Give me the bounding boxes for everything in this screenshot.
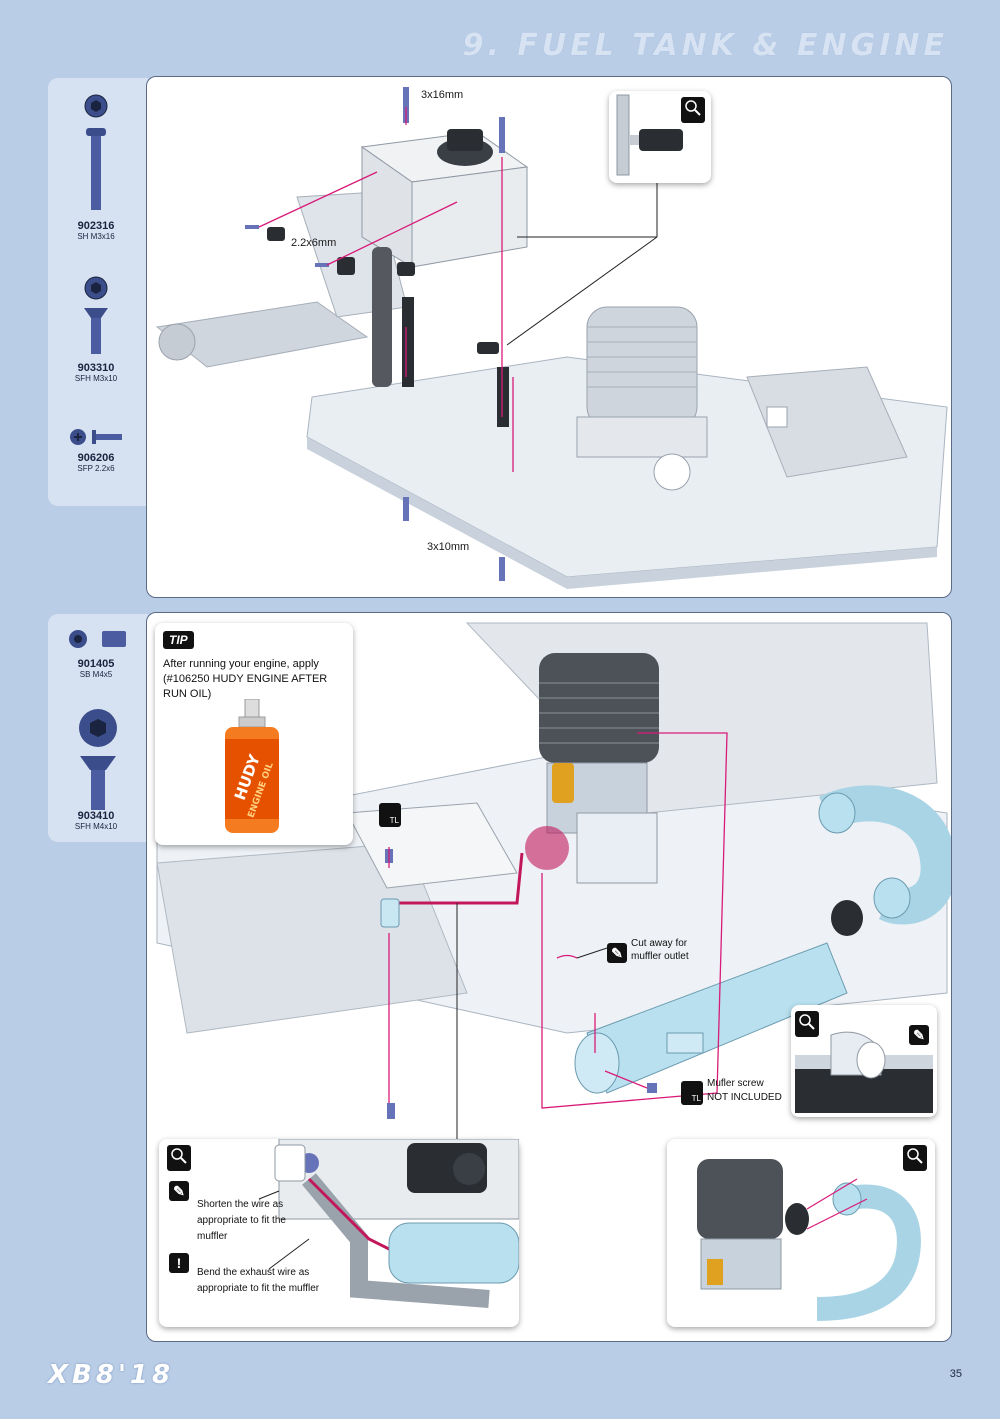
bend-line-1: Bend the exhaust wire as [197,1267,310,1278]
outlet-detail-illustration [795,1031,933,1113]
phillips-screw-icon [70,429,122,445]
grommet-detail-illustration [616,94,683,176]
muffler-screw-line-1: Mufler screw [707,1078,764,1089]
warning-icon: ! [169,1253,189,1273]
muffler-screw-note: Mufler screw NOT INCLUDED [707,1077,782,1105]
part-desc: SH M3x16 [77,232,115,241]
label-screw-2-2x6: 2.2x6mm [291,237,337,249]
part-903310: 903310 SFH M3x10 [48,362,144,383]
flat-head-screw-m4-icon [79,709,117,810]
part-code: 906206 [77,452,115,464]
oil-bottle-image: HUDY ENGINE OIL [225,699,279,833]
threadlock-icon: TL [379,803,401,827]
detail-icon [681,97,705,123]
part-desc: SFH M3x10 [74,374,118,383]
tl-label: TL [691,1094,701,1103]
page-number: 35 [949,1368,962,1380]
cut-away-line-1: Cut away for [631,938,688,949]
part-code: 901405 [77,658,115,670]
threadlock-icon-muffler: TL [681,1081,703,1105]
wire-detail-illustration [258,1139,519,1308]
tl-label: TL [389,816,399,825]
part-903410: 903410 SFH M4x10 [48,810,144,831]
shorten-line-1: Shorten the wire as [197,1199,284,1210]
part-902316: 902316 SH M3x16 [48,220,144,241]
cap-screw-icon [84,94,108,210]
tip-line-1: After running your engine, apply [163,658,319,670]
part-901405: 901405 SB M4x5 [48,658,144,679]
tip-line-2: (#106250 HUDY ENGINE AFTER RUN OIL) [163,673,328,700]
knife-icon: ✎ [909,1025,929,1045]
shorten-line-3: muffler [197,1231,228,1242]
part-906206: 906206 SFP 2.2x6 [48,452,144,473]
shorten-wire-note: Shorten the wire as appropriate to fit t… [197,1197,286,1245]
bend-wire-note: Bend the exhaust wire as appropriate to … [197,1265,319,1297]
label-screw-3x16: 3x16mm [421,89,464,101]
detail-icon [167,1145,191,1171]
knife-icon: ✎ [607,943,627,963]
tip-text: After running your engine, apply (#10625… [163,657,353,702]
tip-badge: TIP [163,631,194,649]
parts-sidebar-bottom: 901405 SB M4x5 903410 SFH M4x10 [48,614,148,842]
detail-icon [795,1011,819,1037]
cut-away-line-2: muffler outlet [631,951,689,962]
part-code: 903410 [77,810,115,822]
knife-icon: ✎ [169,1181,189,1201]
set-screw-icon [69,630,126,648]
part-code: 903310 [77,362,115,374]
part-desc: SFH M4x10 [74,822,118,831]
bend-line-2: appropriate to fit the muffler [197,1283,320,1294]
cut-away-note: Cut away for muffler outlet [631,937,689,963]
detail-box-engine-header [667,1139,935,1327]
page-title: 9. FUEL TANK & ENGINE [462,28,948,63]
part-desc: SB M4x5 [79,670,113,679]
part-desc: SFP 2.2x6 [77,464,115,473]
detail-box-wire: ✎ Shorten the wire as appropriate to fit… [159,1139,519,1327]
step-panel-engine-muffler: TIP After running your engine, apply (#1… [146,612,952,1342]
label-screw-3x10: 3x10mm [427,541,470,553]
engine-header-detail-illustration [697,1159,921,1321]
engine-muffler-assembly-illustration [156,622,951,1141]
detail-icon [903,1145,927,1171]
parts-sidebar-top: 902316 SH M3x16 903310 SFH M3x10 906206 … [48,78,148,506]
shorten-line-2: appropriate to fit the [197,1215,286,1226]
detail-box-outlet: ✎ [791,1005,937,1117]
tip-box: TIP After running your engine, apply (#1… [155,623,353,845]
step-panel-fuel-tank: 3x16mm 2.2x6mm 3x10mm [146,76,952,598]
flat-head-screw-icon [84,276,108,354]
fuel-tank-assembly-illustration [155,87,948,589]
muffler-screw-line-2: NOT INCLUDED [707,1092,782,1103]
product-logo: XB8'18 [48,1360,175,1390]
part-code: 902316 [77,220,115,232]
detail-box-grommet [609,91,711,183]
